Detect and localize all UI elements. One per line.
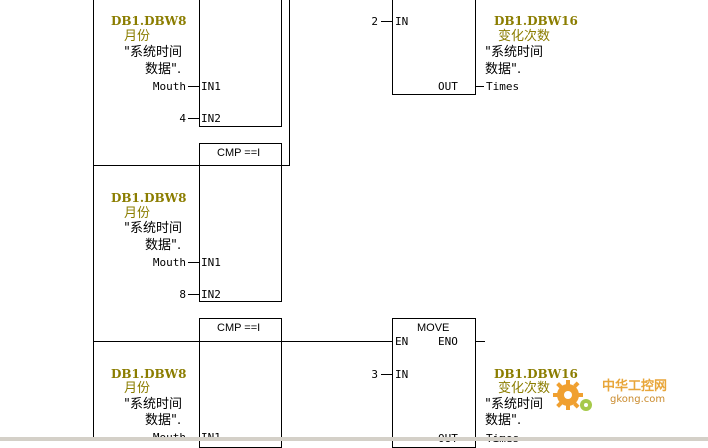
rung-line-2-out	[281, 165, 290, 166]
rung-vertical-link	[289, 0, 290, 166]
cmp2-in1-comment-1: "系统时间	[124, 221, 182, 236]
cmp1-in1-comment-2: 数据".	[145, 62, 182, 77]
cmp3-in1-symbol: 月份	[124, 381, 151, 396]
cmp2-in2-value: 8	[179, 288, 186, 301]
cmp2-in2-pin: IN2	[201, 288, 221, 301]
watermark-brand: 中华工控网	[602, 379, 668, 394]
horizontal-scrollbar[interactable]	[0, 437, 708, 441]
move3-out-address: DB1.DBW16	[494, 367, 578, 381]
move3-eno-pin: ENO	[438, 335, 458, 348]
move-block-1[interactable]	[392, 0, 476, 95]
cmp2-in2-wire	[188, 294, 199, 295]
cmp2-in1-symbol: 月份	[124, 206, 151, 221]
cmp1-in1-wire	[188, 86, 199, 87]
move-block-3[interactable]	[392, 318, 476, 448]
cmp-block-2[interactable]	[199, 143, 282, 302]
cmp1-in2-wire	[188, 118, 199, 119]
move1-out-symbol: 变化次数	[498, 29, 551, 44]
cmp3-in1-comment-1: "系统时间	[124, 397, 182, 412]
move1-in-value: 2	[371, 15, 378, 28]
gear-icon	[553, 380, 592, 411]
cmp1-in2-pin: IN2	[201, 112, 221, 125]
cmp2-title: CMP ==I	[217, 147, 261, 159]
move1-in-pin: IN	[395, 15, 409, 28]
rung-line-3-eno	[475, 341, 485, 342]
move1-out-comment-1: "系统时间	[485, 45, 543, 60]
cmp2-in1-comment-2: 数据".	[145, 238, 182, 253]
cmp1-in1-symbol: 月份	[124, 29, 151, 44]
rung-line-2	[93, 165, 199, 166]
cmp-block-1[interactable]	[199, 0, 282, 127]
cmp2-in1-name: Mouth	[152, 256, 186, 269]
cmp1-in2-value: 4	[179, 112, 186, 125]
cmp2-in1-address: DB1.DBW8	[111, 191, 187, 205]
cmp2-title-divider	[199, 165, 281, 166]
cmp3-title-divider	[199, 341, 281, 342]
cmp1-in1-address: DB1.DBW8	[111, 14, 187, 28]
move3-in-pin: IN	[395, 368, 409, 381]
cmp-block-3[interactable]	[199, 318, 282, 448]
cmp3-in1-comment-2: 数据".	[145, 413, 182, 428]
move3-out-comment-1: "系统时间	[485, 397, 543, 412]
watermark: 中华工控网 gkong.com	[550, 369, 700, 419]
move3-out-comment-2: 数据".	[485, 413, 522, 428]
power-rail	[93, 0, 94, 441]
cmp1-in1-pin: IN1	[201, 80, 221, 93]
move3-out-symbol: 变化次数	[498, 381, 551, 396]
move3-in-wire	[381, 374, 392, 375]
watermark-site: gkong.com	[610, 394, 666, 405]
cmp1-in1-name: Mouth	[152, 80, 186, 93]
rung-line-3	[93, 341, 199, 342]
cmp3-title: CMP ==I	[217, 322, 261, 334]
move1-out-name: Times	[486, 80, 520, 93]
cmp3-in1-address: DB1.DBW8	[111, 367, 187, 381]
cmp2-in1-wire	[188, 262, 199, 263]
move1-out-address: DB1.DBW16	[494, 14, 578, 28]
cmp2-in1-pin: IN1	[201, 256, 221, 269]
move3-in-value: 3	[371, 368, 378, 381]
rung-line-3-out	[281, 341, 392, 342]
move3-en-pin: EN	[395, 335, 409, 348]
move1-out-pin: OUT	[438, 80, 458, 93]
cmp1-in1-comment-1: "系统时间	[124, 45, 182, 60]
move1-in-wire	[381, 21, 392, 22]
move1-out-comment-2: 数据".	[485, 62, 522, 77]
move3-title: MOVE	[417, 322, 450, 334]
move1-out-wire	[476, 86, 484, 87]
